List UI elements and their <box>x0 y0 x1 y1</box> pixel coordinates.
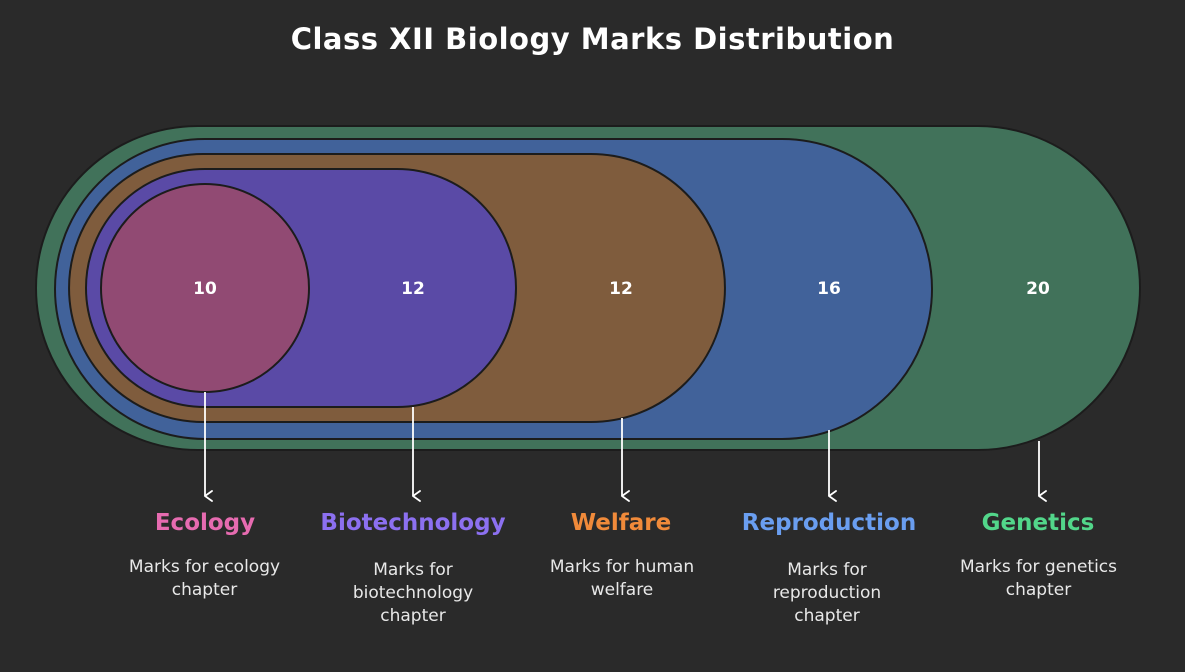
description-biotechnology: Marks for biotechnology chapter <box>352 560 474 626</box>
description-ecology: Marks for ecology chapter <box>128 557 281 600</box>
description-welfare: Marks for human welfare <box>549 557 695 600</box>
category-label-ecology: Ecology <box>154 510 256 536</box>
category-label-reproduction: Reproduction <box>741 510 917 536</box>
category-label-genetics: Genetics <box>981 510 1095 536</box>
description-genetics: Marks for genetics chapter <box>959 557 1118 600</box>
category-label-welfare: Welfare <box>570 510 672 536</box>
description-reproduction: Marks for reproduction chapter <box>772 560 882 626</box>
value-genetics: 20 <box>1026 279 1050 299</box>
value-ecology: 10 <box>193 279 217 299</box>
value-welfare: 12 <box>609 279 633 299</box>
value-reproduction: 16 <box>817 279 841 299</box>
category-label-biotechnology: Biotechnology <box>320 510 506 536</box>
diagram-title: Class XII Biology Marks Distribution <box>290 22 895 56</box>
value-biotechnology: 12 <box>401 279 425 299</box>
